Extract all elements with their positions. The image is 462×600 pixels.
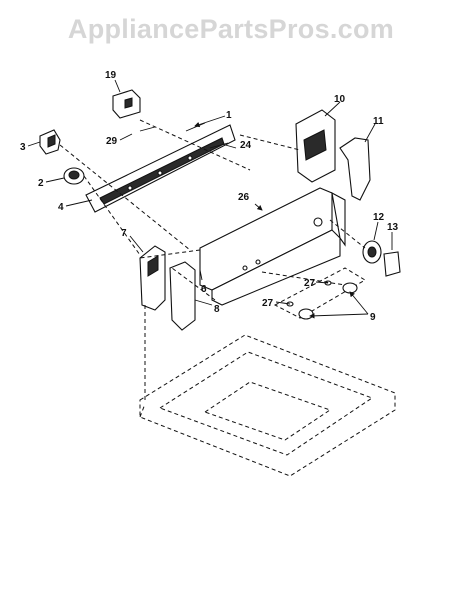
watermark: AppliancePartsPros.com (67, 14, 395, 44)
callout-13: 13 (387, 222, 399, 233)
callout-9: 9 (370, 312, 376, 323)
callout-6: 6 (201, 284, 207, 295)
console-panel (199, 187, 346, 306)
callout-2: 2 (38, 178, 44, 189)
knob-part-3 (39, 129, 61, 155)
callout-27-lower: 27 (262, 298, 274, 309)
assembly-lines (59, 119, 366, 400)
callout-12: 12 (373, 212, 385, 223)
knob-part-12 (362, 240, 382, 264)
callout-3: 3 (20, 142, 26, 153)
callout-24: 24 (240, 140, 252, 151)
callout-10: 10 (334, 94, 346, 105)
timer-part (295, 109, 336, 183)
callout-26: 26 (238, 192, 250, 203)
callout-11: 11 (373, 116, 384, 127)
leader-lines (27, 79, 393, 319)
callout-27-upper: 27 (304, 278, 316, 289)
callout-1: 1 (226, 110, 232, 121)
end-cap-right (339, 137, 371, 201)
callouts: 1 2 3 4 6 7 8 9 10 11 12 13 19 24 26 27 … (20, 70, 399, 323)
cabinet-top-outline (139, 334, 396, 477)
switch-part (112, 89, 141, 119)
side-bracket (169, 261, 196, 331)
knob-part-2 (63, 167, 85, 185)
end-cap-left (139, 245, 166, 311)
callout-8: 8 (214, 304, 220, 315)
callout-29: 29 (106, 136, 118, 147)
callout-4: 4 (58, 202, 64, 213)
callout-7: 7 (121, 228, 127, 239)
callout-19: 19 (105, 70, 117, 81)
knob-part-13 (383, 251, 401, 277)
